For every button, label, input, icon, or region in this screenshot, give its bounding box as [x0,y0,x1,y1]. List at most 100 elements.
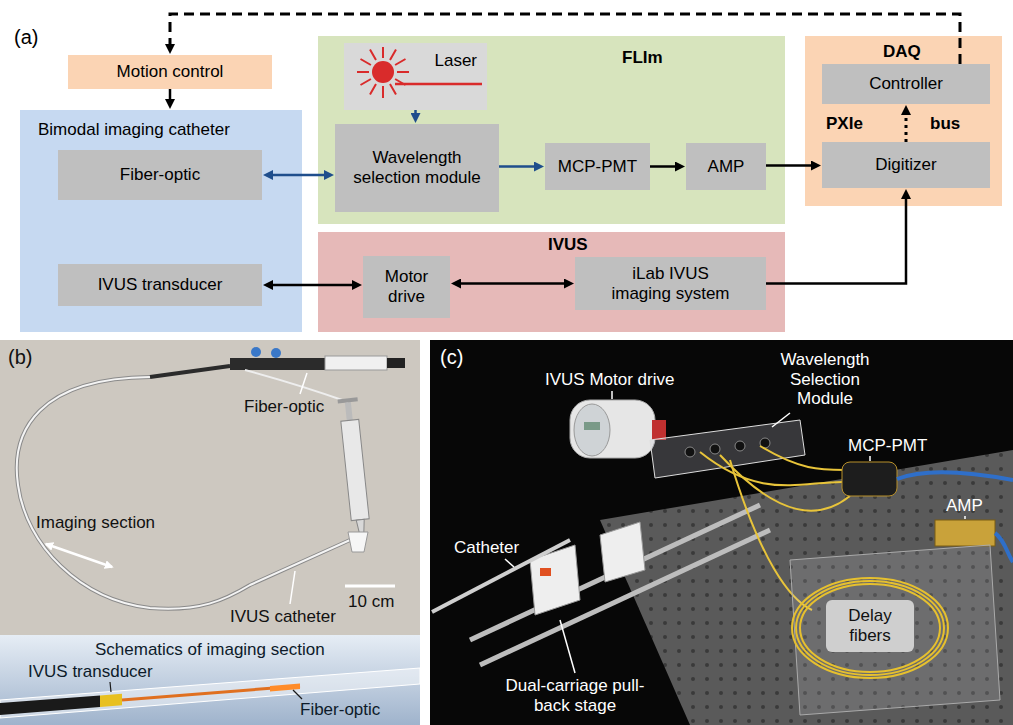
delay-fiber-coil [800,584,940,672]
callout-label: Wavelength Selection Module [770,350,880,409]
catheter-core [0,696,100,716]
fiber-port [735,441,745,451]
panel-title: FLIm [622,48,663,68]
syringe-barrel [341,419,369,520]
motor-display [584,422,600,430]
callout-label: Catheter [454,538,519,558]
component-box: IVUS transducer [58,264,262,306]
label-holder: Dual-carriage pull-back stage [500,676,650,715]
panel-title: DAQ [883,42,921,62]
box-label: Motor drive [369,267,444,306]
fiber-cable [760,446,845,470]
optical-breadboard [600,450,1013,725]
label-holder: AMP [946,496,983,516]
callout-label: Dual-carriage pull-back stage [500,676,650,715]
box-label: MCP-PMT [558,157,637,177]
label-holder: 10 cm [348,592,394,612]
label-holder: Catheter [454,538,519,558]
fiber-connector [325,356,387,370]
motor-drive [570,400,655,458]
callout-label: Imaging section [36,513,155,533]
motor-face [574,404,610,456]
component-box: Motor drive [363,256,450,318]
panel-letter: (a) [14,26,38,49]
label-holder: Fiber-optic [300,700,380,720]
label-holder: IVUS catheter [230,607,336,627]
valve [251,347,261,357]
photo-ground [0,340,420,635]
callout-label: AMP [946,496,983,516]
label-holder: Schematics of imaging section [95,640,325,660]
label-holder: Fiber-optic [244,397,324,417]
label-holder: MCP-PMT [848,436,927,456]
mcp-pmt [842,462,897,496]
photo-ground [430,340,1013,725]
edge-group [170,14,960,285]
carriage [600,522,645,582]
box-label: Motion control [117,62,224,82]
catheter-photo [0,340,420,635]
schematic-title: Schematics of imaging section [95,640,325,660]
fiber-port [710,444,720,454]
leader-line [964,516,966,519]
box-label: Laser [434,51,477,71]
catheter-loop-shadow [17,377,350,609]
leader-line [293,690,302,699]
label-holder: PXIe [826,114,863,134]
component-box: Wavelength selection module [335,124,499,212]
label-holder: Delay fibers [837,606,903,645]
signal-connector [414,110,417,113]
box-label: AMP [708,157,745,177]
syringe-plunger [345,402,353,423]
leader-line [110,682,111,692]
laser-housing [344,43,487,110]
signal-connector [273,174,324,177]
leader-line [290,571,295,604]
ivus-transducer [100,694,122,707]
catheter-panel: Bimodal imaging catheterFiber-opticIVUS … [20,110,302,332]
leader-line [505,559,514,567]
signal-connector [766,199,906,284]
setup-photo [430,340,1013,725]
catheter-hub-tube [150,366,230,377]
rail [470,505,760,640]
control-box: Motion control [68,55,272,89]
imaging-section-schematic [0,635,420,725]
laser-rays [357,47,409,98]
leader-line [300,373,307,394]
syringe [338,397,372,535]
scale-bar [345,585,395,588]
signal-connector [766,164,811,167]
box-label: IVUS transducer [98,275,223,295]
delay-fiber-coil [796,581,944,675]
motor-part [652,420,666,440]
signal-connector [499,165,534,168]
component-box: Controller [822,64,990,104]
signal-connector [650,165,675,168]
coil-center [826,600,914,652]
signal-connector [169,89,172,99]
panel-title: IVUS [548,235,588,255]
imaging-section-arrow [46,544,112,567]
laser-icon [344,43,487,110]
label-holder: bus [930,114,960,134]
laser-core [372,61,394,83]
fiber-box [790,545,1000,715]
label-holder: (c) [440,346,463,369]
amplifier [935,520,995,546]
callout-label: IVUS transducer [28,662,153,682]
panel-letter: (c) [440,346,463,369]
bus-label: bus [930,114,960,134]
leader-line [772,413,790,427]
catheter-handle [230,358,325,370]
label-holder: Wavelength Selection Module [770,350,880,409]
component-box: Digitizer [822,142,990,188]
label-holder: IVUS Motor drive [545,370,674,390]
scale-label: 10 cm [348,592,394,612]
box-label: Fiber-optic [120,165,200,185]
signal-connector [905,115,908,142]
clamp [540,568,551,576]
leader-line [869,456,871,461]
fiber-connector-tip [387,358,405,368]
